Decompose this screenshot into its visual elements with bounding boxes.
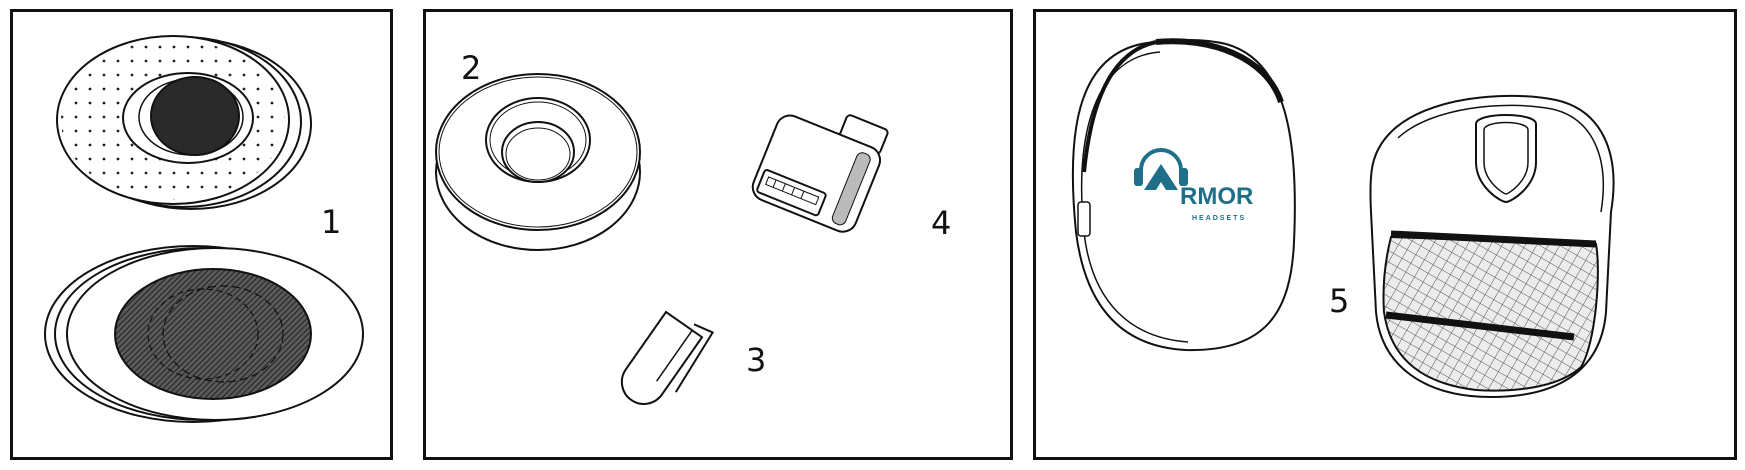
brand-tagline: HEADSETS [1192, 215, 1246, 222]
item-number-3: 3 [746, 341, 767, 379]
carry-case-icon: RMOR HEADSETS [1071, 38, 1615, 399]
closed-case: RMOR HEADSETS [1071, 38, 1296, 352]
accessories-drawing [435, 73, 889, 405]
panel-ear-cushions: 1 [10, 9, 393, 460]
usb-adapter-icon [751, 114, 889, 233]
foam-cover-icon [435, 73, 641, 251]
clip-icon [620, 310, 715, 405]
ear-cushions-icon [44, 35, 364, 423]
open-case [1369, 94, 1615, 399]
item-number-2: 2 [461, 49, 482, 87]
brand-name: RMOR [1180, 183, 1253, 210]
item-number-1: 1 [321, 203, 342, 241]
item-number-5: 5 [1329, 282, 1350, 320]
panel-carry-case: RMOR HEADSETS 5 [1033, 9, 1737, 460]
item-number-4: 4 [931, 204, 952, 242]
panel-accessories: 2 3 4 [423, 9, 1013, 460]
brand-logo: RMOR HEADSETS [1134, 148, 1253, 222]
